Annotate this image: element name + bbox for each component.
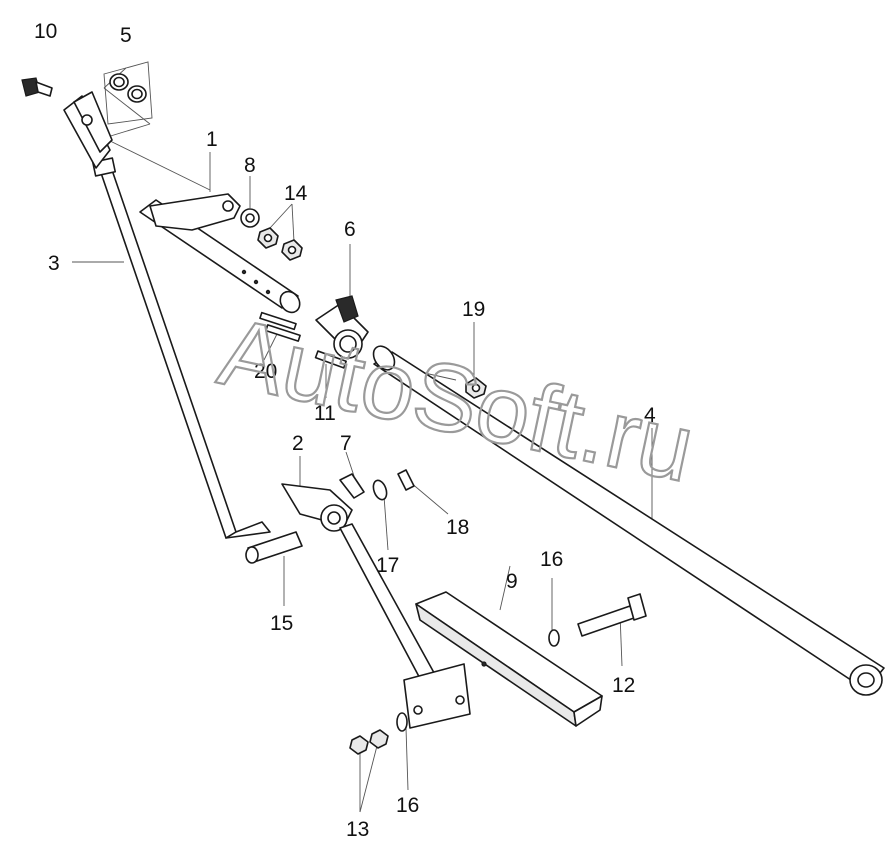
part-washer-16-lower — [396, 712, 408, 732]
watermark: AutoSoft.ru — [211, 298, 703, 503]
label-4: 4 — [644, 404, 656, 427]
part-bolt-12 — [577, 593, 647, 637]
part-lever-6 — [315, 295, 369, 359]
part-pedal-lever-2 — [281, 483, 471, 729]
label-15: 15 — [270, 612, 293, 635]
label-14: 14 — [284, 182, 308, 205]
part-pin-15 — [245, 531, 303, 564]
part-shaft-1 — [139, 193, 301, 314]
label-3: 3 — [48, 252, 60, 275]
label-12: 12 — [612, 674, 635, 697]
part-pedal-pad-9 — [415, 591, 603, 727]
part-pin-11 — [314, 350, 347, 369]
label-5: 5 — [120, 24, 132, 47]
label-1: 1 — [206, 128, 218, 151]
part-nut-19 — [465, 377, 487, 399]
part-fitting-10 — [21, 77, 53, 97]
label-9: 9 — [506, 570, 518, 593]
label-7: 7 — [340, 432, 352, 455]
part-cotter-18 — [397, 469, 415, 491]
label-11: 11 — [314, 402, 336, 425]
part-washer-8 — [240, 208, 260, 228]
label-19: 19 — [462, 298, 485, 321]
label-16-upper: 16 — [540, 548, 563, 571]
part-clevis-top — [63, 91, 113, 169]
part-pins-20 — [259, 311, 301, 342]
label-2: 2 — [292, 432, 304, 455]
part-washer-16-upper — [548, 629, 560, 647]
label-20: 20 — [254, 360, 277, 383]
label-10: 10 — [34, 20, 57, 43]
part-washer-17 — [372, 479, 388, 501]
callouts: 10 5 1 8 14 6 3 19 20 11 4 2 7 18 17 15 … — [34, 20, 656, 841]
label-6: 6 — [344, 218, 356, 241]
part-key-7 — [339, 473, 365, 499]
part-nuts-13 — [349, 729, 389, 755]
label-18: 18 — [446, 516, 469, 539]
part-tube-4 — [372, 345, 885, 696]
part-nuts-14 — [257, 227, 303, 261]
label-17: 17 — [376, 554, 399, 577]
label-16-lower: 16 — [396, 794, 419, 817]
part-washers-5 — [103, 61, 153, 125]
label-13: 13 — [346, 818, 369, 841]
label-8: 8 — [244, 154, 256, 177]
